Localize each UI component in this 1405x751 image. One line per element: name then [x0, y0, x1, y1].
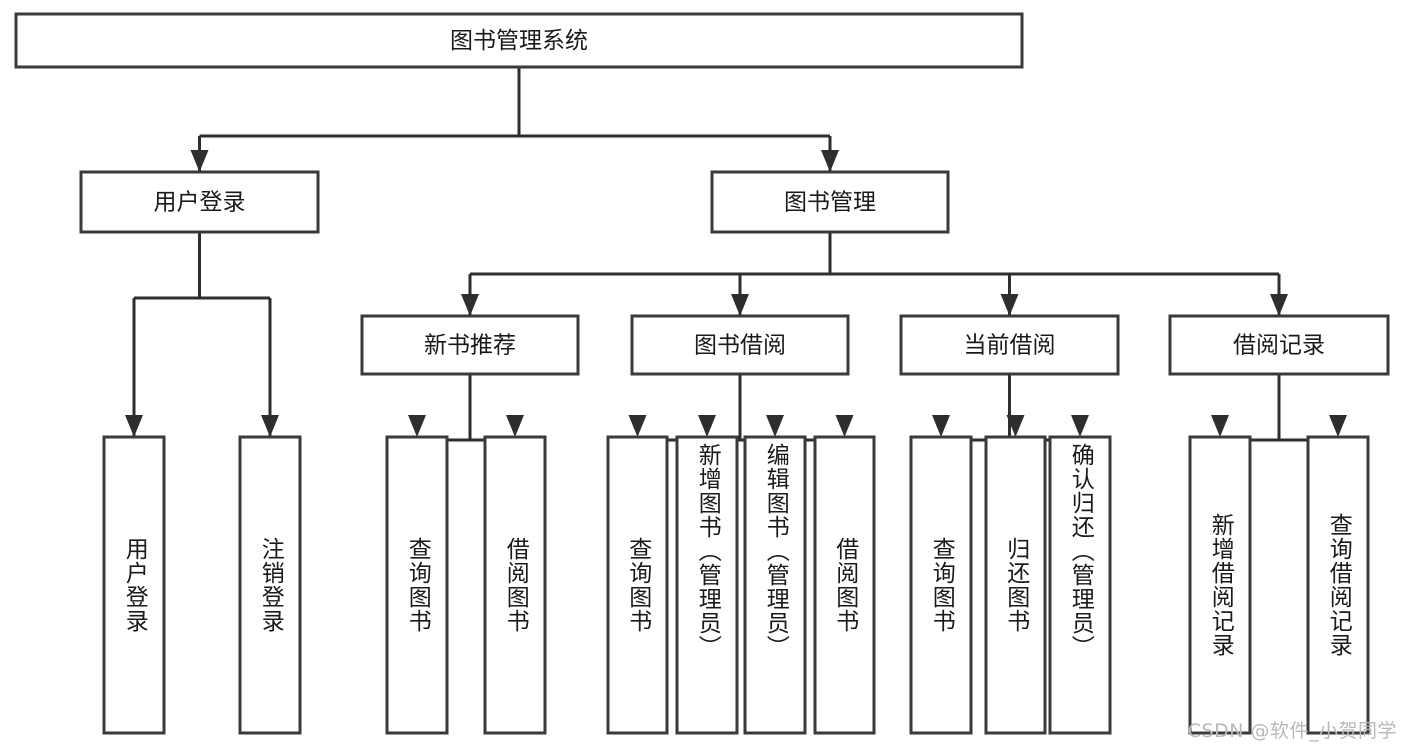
- node-leaf-edit-book-admin[interactable]: [743, 435, 807, 735]
- node-leaf-query-borrow-record[interactable]: [1306, 435, 1370, 735]
- arrow-head-icon: [461, 294, 479, 316]
- node-leaf-add-book-admin[interactable]: [675, 435, 739, 735]
- arrow-head-icon: [1071, 415, 1089, 437]
- arrow-head-icon: [506, 415, 524, 437]
- arrow-head-icon: [1006, 415, 1025, 437]
- node-user-login[interactable]: [79, 170, 320, 234]
- arrow-head-icon: [125, 415, 143, 437]
- arrow-head-icon: [932, 415, 950, 437]
- node-label-book-borrow: 图书借阅: [694, 333, 786, 359]
- node-leaf-logout[interactable]: [238, 435, 302, 735]
- node-leaf-confirm-return-admin[interactable]: [1048, 435, 1112, 735]
- node-leaf-add-borrow-record[interactable]: [1188, 435, 1252, 735]
- arrow-head-icon: [1329, 415, 1347, 437]
- node-leaf-query-book-rec[interactable]: [385, 435, 449, 735]
- node-leaf-query-book-bor[interactable]: [606, 435, 669, 735]
- node-root[interactable]: [14, 12, 1024, 69]
- node-leaf-query-book-cur[interactable]: [909, 435, 973, 735]
- node-current-borrow[interactable]: [899, 314, 1120, 376]
- watermark-text: CSDN @软件_小贺同学: [1187, 720, 1397, 742]
- node-label-user-login: 用户登录: [154, 190, 246, 216]
- node-label-root: 图书管理系统: [450, 28, 588, 54]
- node-book-manage[interactable]: [710, 170, 950, 234]
- node-leaf-borrow-book-rec[interactable]: [483, 435, 547, 735]
- arrow-head-icon: [698, 415, 716, 437]
- node-book-borrow[interactable]: [630, 314, 850, 376]
- arrow-head-icon: [190, 150, 209, 172]
- arrow-head-icon: [408, 415, 426, 437]
- node-label-book-manage: 图书管理: [784, 190, 876, 216]
- node-label-borrow-record: 借阅记录: [1233, 333, 1325, 359]
- arrow-head-icon: [835, 415, 854, 437]
- edges-layer: [125, 67, 1347, 442]
- node-label-new-book-recommend: 新书推荐: [424, 333, 516, 359]
- arrow-head-icon: [1270, 294, 1288, 316]
- arrow-head-icon: [766, 415, 784, 437]
- node-label-current-borrow: 当前借阅: [964, 333, 1056, 359]
- node-leaf-return-book[interactable]: [984, 435, 1047, 735]
- arrow-head-icon: [1211, 415, 1229, 437]
- arrow-head-icon: [731, 294, 749, 316]
- node-borrow-record[interactable]: [1168, 314, 1390, 376]
- arrow-head-icon: [628, 415, 647, 437]
- node-leaf-borrow-book-bor[interactable]: [813, 435, 876, 735]
- arrow-head-icon: [261, 415, 279, 437]
- arrow-head-icon: [1000, 294, 1019, 316]
- arrow-head-icon: [821, 150, 839, 172]
- node-new-book-recommend[interactable]: [360, 314, 580, 376]
- node-leaf-user-login[interactable]: [102, 435, 166, 735]
